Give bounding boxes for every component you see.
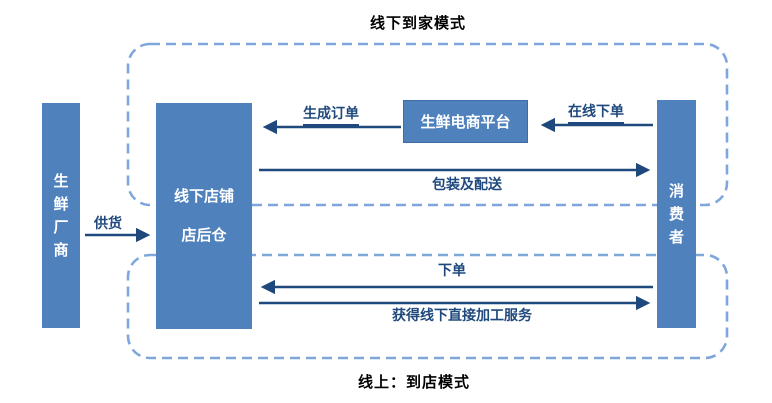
store-box-label-line1: 线下店铺 xyxy=(173,188,234,205)
consumer-box: 消费者 xyxy=(657,100,696,328)
store-box: 线下店铺 店后仓 xyxy=(156,103,252,329)
supply-arrow-label: 供货 xyxy=(94,215,122,231)
producer-box: 生鲜厂商 xyxy=(42,103,80,328)
packaging-delivery-arrow-label: 包装及配送 xyxy=(432,176,502,192)
platform-box-label: 生鲜电商平台 xyxy=(420,114,511,131)
offline-service-arrow-label: 获得线下直接加工服务 xyxy=(392,307,532,323)
online-order-arrow-label: 在线下单 xyxy=(568,101,624,124)
consumer-box-label: 消费者 xyxy=(669,182,685,246)
diagram-title-top: 线下到家模式 xyxy=(369,15,467,32)
generate-order-arrow-label: 生成订单 xyxy=(303,103,359,126)
diagram-title-bottom: 线上：到店模式 xyxy=(357,374,471,391)
producer-box-label: 生鲜厂商 xyxy=(53,172,69,259)
platform-box: 生鲜电商平台 xyxy=(403,100,528,143)
store-box-label-line2: 店后仓 xyxy=(181,227,227,244)
place-order-arrow-label: 下单 xyxy=(438,262,466,278)
